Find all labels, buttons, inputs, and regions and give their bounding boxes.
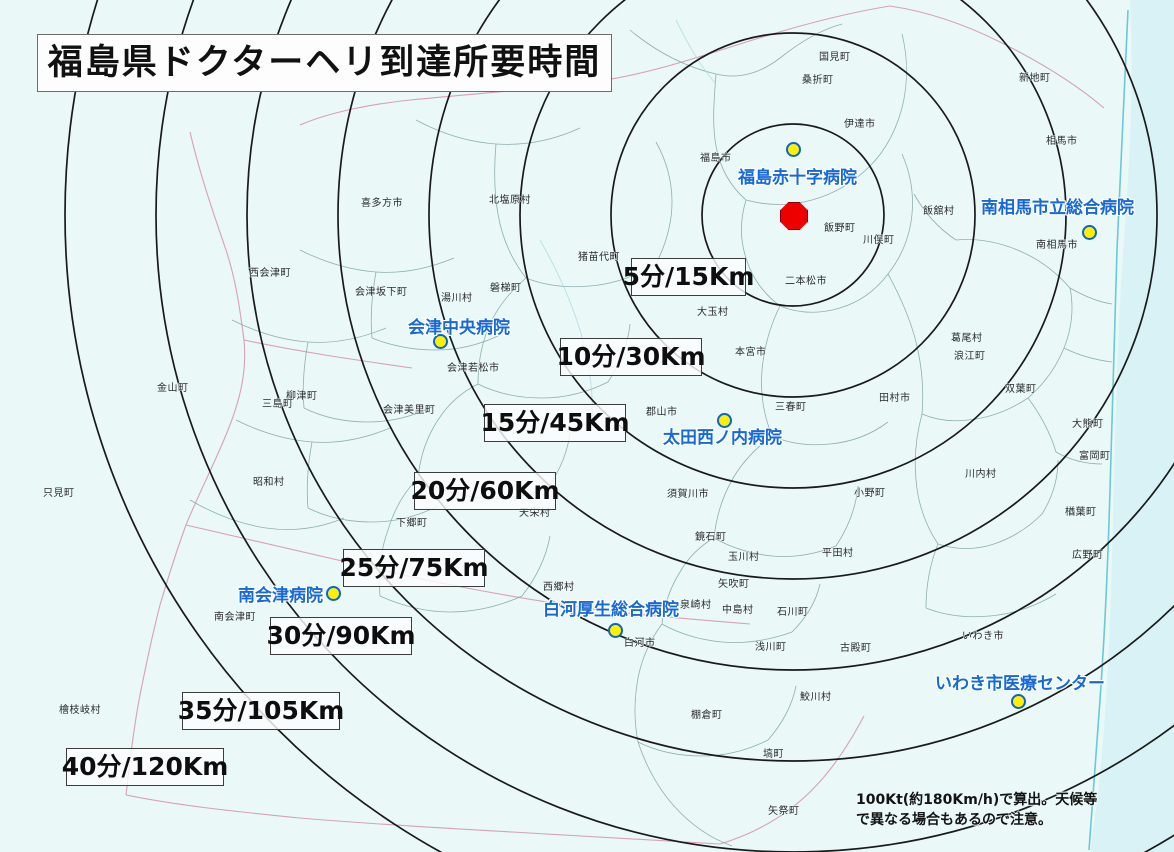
municipality-label: 浅川町 [755,642,787,653]
municipality-label: 富岡町 [1079,451,1111,462]
municipality-label: 猪苗代町 [578,252,620,263]
municipality-label: 飯野町 [824,223,856,234]
municipality-label: 白河市 [624,638,656,649]
municipality-label: 下郷町 [396,518,428,529]
municipality-label: 相馬市 [1046,136,1078,147]
municipality-label: 石川町 [777,607,809,618]
municipality-label: 棚倉町 [691,710,723,721]
hospital-dot-icon[interactable] [1011,694,1026,709]
municipality-label: 二本松市 [785,276,827,287]
municipality-label: 南相馬市 [1036,240,1078,251]
municipality-label: 須賀川市 [667,489,709,500]
municipality-label: 葛尾村 [951,333,983,344]
footnote-text: 100Kt(約180Km/h)で算出。天候等 で異なる場合もあるので注意。 [856,792,1098,829]
hospital-dot-icon[interactable] [717,413,732,428]
hospital-label: 白河厚生総合病院 [543,600,679,620]
municipality-label: 浪江町 [954,351,986,362]
municipality-label: 新地町 [1019,73,1051,84]
municipality-label: 古殿町 [840,643,872,654]
hospital-label: いわき市医療センター [935,674,1105,694]
range-label-105km: 35分/105Km [178,692,344,730]
municipality-label: 会津坂下町 [355,287,408,298]
municipality-label: 矢吹町 [718,579,750,590]
map-title-box: 福島県ドクターヘリ到達所要時間 [37,34,612,92]
municipality-label: 福島市 [700,153,732,164]
municipality-label: 会津美里町 [383,405,436,416]
municipality-label: 玉川村 [728,552,760,563]
page-title: 福島県ドクターヘリ到達所要時間 [47,42,602,83]
municipality-label: 大熊町 [1072,419,1104,430]
municipality-label: 矢祭町 [768,806,800,817]
range-label-30km: 10分/30Km [556,338,706,376]
municipality-label: 伊達市 [844,119,876,130]
municipality-label: 飯舘村 [923,206,955,217]
range-label-90km: 30分/90Km [266,617,416,655]
hospital-dot-icon[interactable] [326,586,341,601]
municipality-label: 川内村 [965,469,997,480]
municipality-label: 喜多方市 [361,198,403,209]
municipality-label: 西郷村 [543,582,575,593]
hospital-label: 南相馬市立総合病院 [981,198,1134,218]
municipality-label: 金山町 [157,383,189,394]
range-label-60km: 20分/60Km [410,472,560,510]
municipality-label: いわき市 [962,631,1004,642]
municipality-label: 大玉村 [697,307,729,318]
municipality-label: 塙町 [763,749,784,760]
municipality-label: 双葉町 [1005,384,1037,395]
municipality-label: 鏡石町 [695,532,727,543]
municipality-label: 天栄村 [519,508,551,519]
municipality-label: 小野町 [854,488,886,499]
municipality-label: 川俣町 [863,235,895,246]
municipality-label: 中島村 [722,605,754,616]
municipality-label: 南会津町 [214,612,256,623]
municipality-label: 三春町 [775,402,807,413]
hospital-dot-icon[interactable] [786,142,801,157]
hospital-dot-icon[interactable] [608,623,623,638]
municipality-label: 湯川村 [441,293,473,304]
hospital-dot-icon[interactable] [1082,225,1097,240]
municipality-label: 泉崎村 [680,600,712,611]
municipality-label: 鮫川村 [800,692,832,703]
hospital-label: 南会津病院 [238,586,323,606]
municipality-label: 北塩原村 [489,195,531,206]
municipality-label: 田村市 [879,393,911,404]
range-label-45km: 15分/45Km [480,404,630,442]
municipality-label: 広野町 [1072,550,1104,561]
municipality-label: 本宮市 [735,347,767,358]
hospital-label: 会津中央病院 [408,318,510,338]
municipality-label: 檜枝岐村 [59,705,101,716]
range-label-75km: 25分/75Km [339,549,489,587]
municipality-label: 西会津町 [249,268,291,279]
municipality-label: 桑折町 [802,75,834,86]
municipality-label: 郡山市 [646,407,678,418]
municipality-label: 三島町 [262,399,294,410]
municipality-label: 楢葉町 [1065,507,1097,518]
range-label-120km: 40分/120Km [62,748,228,786]
municipality-label: 只見町 [43,488,75,499]
municipality-label: 昭和村 [253,477,285,488]
municipality-label: 国見町 [819,52,851,63]
municipality-label: 平田村 [822,548,854,559]
municipality-label: 会津若松市 [447,363,500,374]
helicopter-base-marker[interactable] [780,202,808,230]
range-label-15km: 5分/15Km [623,258,754,296]
municipality-label: 磐梯町 [490,283,522,294]
hospital-label: 福島赤十字病院 [738,168,857,188]
hospital-label: 太田西ノ内病院 [663,428,782,448]
